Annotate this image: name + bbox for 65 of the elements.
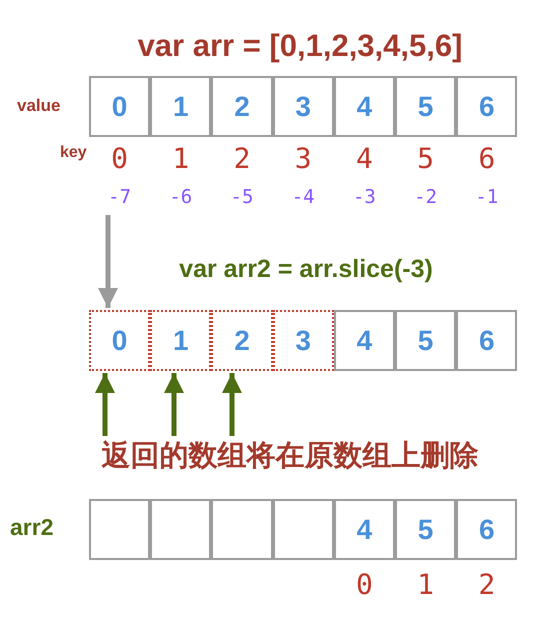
arrow <box>95 373 115 436</box>
removed-array-cell <box>150 310 212 371</box>
array-cell <box>395 76 456 137</box>
arrow <box>98 215 118 308</box>
cell-value: 6 <box>478 324 495 356</box>
cell-value: 1 <box>172 324 189 356</box>
array-cell <box>211 499 273 560</box>
negative-index-label: -2 <box>414 186 438 208</box>
index-label: 1 <box>417 568 434 601</box>
arrow <box>164 373 184 436</box>
negative-index-label: -7 <box>108 186 132 208</box>
array-cell <box>150 76 212 137</box>
array-cell <box>272 499 334 560</box>
index-label: 0 <box>111 142 128 175</box>
note-text: 返回的数组将在原数组上删除 <box>70 436 510 476</box>
array-cell <box>456 76 518 137</box>
index-label: 2 <box>234 142 250 175</box>
row-label: key <box>60 144 87 162</box>
cell-value: 0 <box>112 324 128 356</box>
cell-value: 5 <box>418 90 434 122</box>
negative-index-label: -1 <box>475 186 498 208</box>
cell-value: 6 <box>478 90 495 122</box>
cell-value: 3 <box>295 324 311 356</box>
negative-index-label: -4 <box>292 186 315 208</box>
index-label: 4 <box>356 142 373 175</box>
cell-value: 2 <box>234 90 250 122</box>
index-label: 0 <box>356 568 373 601</box>
cell-value: 1 <box>172 90 189 122</box>
array-cell <box>334 76 395 137</box>
index-label: 5 <box>417 142 434 175</box>
title: var arr = [0,1,2,3,4,5,6] <box>136 28 464 64</box>
array-cell <box>272 76 334 137</box>
negative-index-label: -5 <box>230 186 254 208</box>
array-cell <box>395 310 456 371</box>
cell-value: 2 <box>234 324 250 356</box>
negative-index-label: -3 <box>352 186 376 208</box>
cell-value: 6 <box>478 514 495 546</box>
index-label: 2 <box>478 568 496 601</box>
index-label: 6 <box>478 142 496 175</box>
index-label: 1 <box>172 142 190 175</box>
removed-array-cell <box>211 310 273 371</box>
removed-array-cell <box>272 310 334 371</box>
array-cell <box>211 76 273 137</box>
cell-value: 5 <box>418 514 434 546</box>
array-cell <box>89 76 150 137</box>
cell-value: 0 <box>112 90 128 122</box>
cell-value: 5 <box>418 324 434 356</box>
row-label: arr2 <box>10 514 54 541</box>
array-cell <box>150 499 212 560</box>
removed-array-cell <box>89 310 150 371</box>
index-label: 3 <box>294 142 312 175</box>
array-cell <box>334 310 395 371</box>
cell-value: 4 <box>356 514 372 546</box>
cell-value: 4 <box>356 324 372 356</box>
cell-value: 4 <box>356 90 372 122</box>
array-cell <box>89 499 150 560</box>
negative-index-label: -6 <box>169 186 192 208</box>
array-cell <box>456 499 518 560</box>
arrow <box>222 373 242 436</box>
cell-value: 3 <box>295 90 311 122</box>
code-label: var arr2 = arr.slice(-3) <box>179 255 433 284</box>
array-cell <box>456 310 518 371</box>
array-cell <box>395 499 456 560</box>
row-label: value <box>17 96 60 116</box>
array-cell <box>334 499 395 560</box>
